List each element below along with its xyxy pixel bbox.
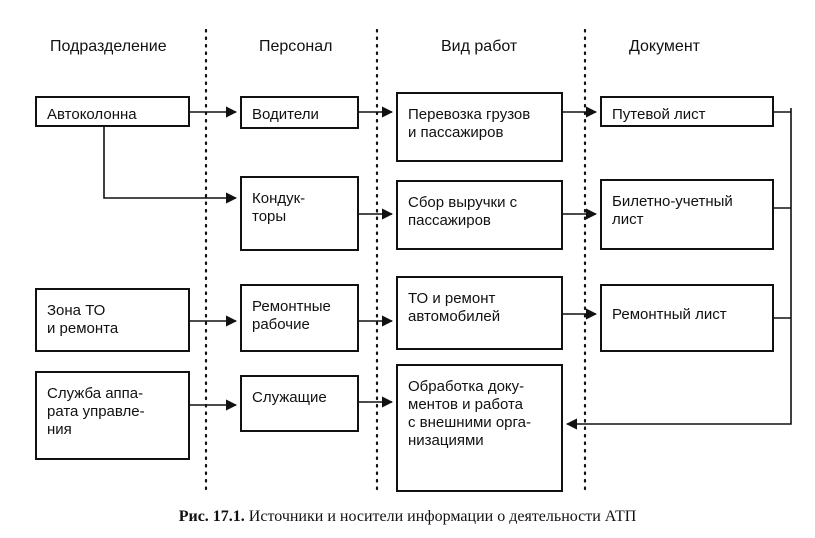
box-waybill: Путевой лист xyxy=(600,96,774,127)
column-header-division: Подразделение xyxy=(50,38,167,55)
box-repair-workers: Ремонтные рабочие xyxy=(240,284,359,352)
box-document-processing: Обработка доку- ментов и работа с внешни… xyxy=(396,364,563,492)
caption-label: Рис. 17.1. xyxy=(178,508,245,525)
caption-text: Источники и носители информации о деятел… xyxy=(244,508,637,525)
box-ticket-sheet: Билетно-учетный лист xyxy=(600,179,774,250)
box-autocolumn: Автоколонна xyxy=(35,96,190,127)
box-management-service: Служба аппа- рата управле- ния xyxy=(35,371,190,460)
box-repair-sheet: Ремонтный лист xyxy=(600,284,774,352)
arrow-documents-feedback xyxy=(565,108,792,430)
box-drivers: Водители xyxy=(240,96,359,129)
box-transport: Перевозка грузов и пассажиров xyxy=(396,92,563,162)
figure-caption: Рис. 17.1. Источники и носители информац… xyxy=(0,508,815,526)
arrow-autocolumn-conductors xyxy=(103,127,238,204)
column-header-personnel: Персонал xyxy=(259,38,333,55)
box-employees: Служащие xyxy=(240,375,359,432)
column-header-work-type: Вид работ xyxy=(441,38,518,55)
box-conductors: Кондук- торы xyxy=(240,176,359,251)
column-header-document: Документ xyxy=(629,38,700,55)
box-maintenance-zone: Зона ТО и ремонта xyxy=(35,288,190,352)
box-maintenance-repair: ТО и ремонт автомобилей xyxy=(396,276,563,350)
box-revenue-collection: Сбор выручки с пассажиров xyxy=(396,180,563,250)
